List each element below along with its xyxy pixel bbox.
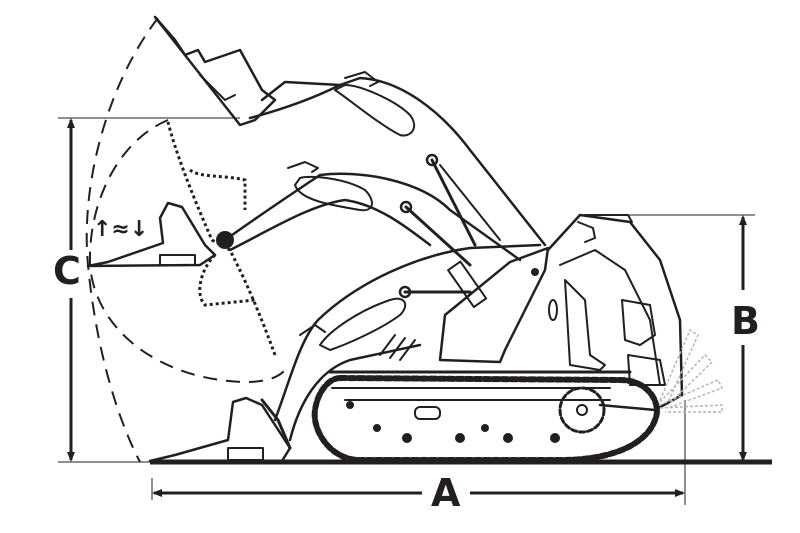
svg-text:↑≈↓: ↑≈↓	[93, 217, 148, 242]
bucket-raised	[153, 15, 277, 127]
float-symbol: ↑≈↓	[93, 217, 148, 242]
bucket-lowered	[148, 396, 292, 463]
rear-step-ghost	[659, 328, 724, 413]
dimension-label-b: B	[728, 302, 763, 340]
arm-lowered	[273, 243, 542, 442]
track-assembly	[311, 370, 660, 463]
dimension-label-c: C	[50, 252, 84, 290]
dimension-a-line	[151, 400, 686, 505]
arm-mid	[223, 161, 522, 309]
dimension-label-a: A	[428, 474, 464, 512]
bucket-tip-arc-inner	[88, 119, 286, 384]
dimension-c-line	[58, 117, 240, 463]
arm-raised	[248, 71, 547, 247]
